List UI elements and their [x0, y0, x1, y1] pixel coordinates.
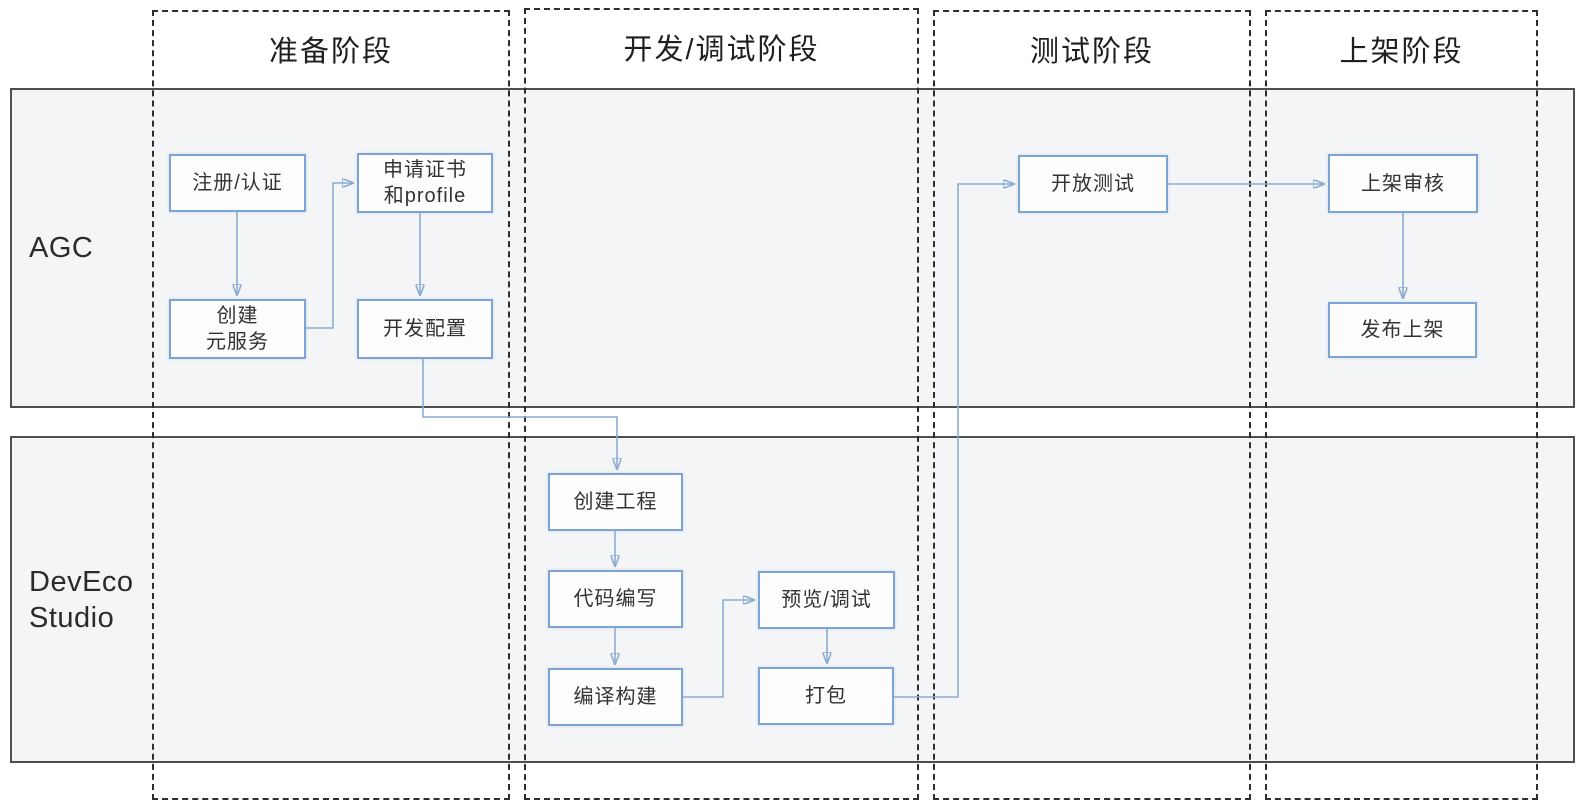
lane-deveco-label-line2: Studio — [29, 601, 115, 634]
node-package: 打包 — [758, 667, 894, 725]
node-open-test-label: 开放测试 — [1051, 173, 1135, 195]
node-publish-release: 发布上架 — [1328, 302, 1477, 358]
node-dev-config-label: 开发配置 — [383, 318, 467, 340]
lane-deveco-label-line1: DevEco — [29, 565, 134, 598]
node-code-writing: 代码编写 — [548, 570, 683, 628]
node-register-authenticate: 注册/认证 — [169, 154, 306, 212]
node-preview-debug-label: 预览/调试 — [781, 589, 872, 611]
node-create-service-line1: 创建 — [216, 305, 259, 327]
node-create-atomic-service: 创建 元服务 — [169, 299, 306, 359]
phase-column-prepare: 准备阶段 — [152, 10, 510, 800]
phase-column-test: 测试阶段 — [933, 10, 1251, 800]
node-package-label: 打包 — [805, 685, 847, 707]
node-publish-label: 发布上架 — [1360, 319, 1445, 341]
node-cert-line1: 申请证书 — [383, 159, 467, 181]
phase-header-release: 上架阶段 — [1339, 36, 1464, 68]
node-create-project: 创建工程 — [548, 473, 683, 531]
node-preview-debug: 预览/调试 — [758, 571, 895, 629]
node-register-label: 注册/认证 — [192, 172, 283, 194]
node-open-test: 开放测试 — [1018, 155, 1168, 213]
node-dev-config: 开发配置 — [357, 299, 493, 359]
node-code-write-label: 代码编写 — [573, 588, 658, 610]
phase-header-test: 测试阶段 — [1029, 36, 1154, 68]
lane-agc-label-text: AGC — [29, 232, 94, 264]
phase-header-develop-debug: 开发/调试阶段 — [623, 34, 820, 66]
node-create-project-label: 创建工程 — [573, 491, 658, 513]
phase-column-release: 上架阶段 — [1265, 10, 1538, 800]
node-release-review: 上架审核 — [1328, 154, 1478, 213]
node-review-label: 上架审核 — [1361, 172, 1445, 195]
node-create-service-line2: 元服务 — [206, 331, 269, 353]
lane-agc-label: AGC — [29, 90, 93, 406]
node-apply-cert-profile: 申请证书 和profile — [357, 153, 493, 213]
phase-header-prepare: 准备阶段 — [268, 36, 393, 68]
node-cert-line2: 和profile — [383, 185, 467, 207]
node-compile-build: 编译构建 — [548, 668, 683, 726]
node-build-label: 编译构建 — [573, 686, 658, 708]
lane-deveco-studio-label: DevEco Studio — [29, 438, 134, 761]
